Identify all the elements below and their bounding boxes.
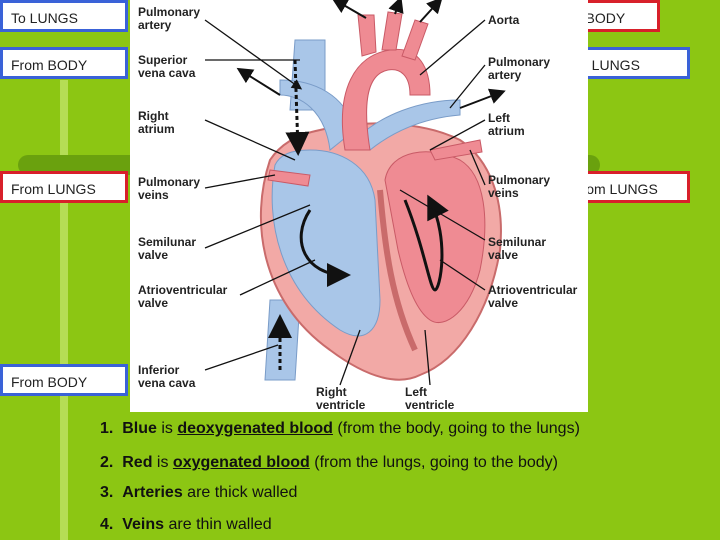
note-text: (from the body, going to the lungs) xyxy=(332,420,580,437)
note-text: are thin walled xyxy=(164,516,272,533)
left-chambers-shape xyxy=(384,151,486,323)
label-semilunar-right: Semilunar valve xyxy=(488,235,547,262)
label-inferior-vena-cava: Inferior vena cava xyxy=(138,363,196,390)
label-aorta: Aorta xyxy=(488,13,520,27)
flow-arrow-left-ventricle xyxy=(403,194,449,292)
note-emphasis: deoxygenated blood xyxy=(177,420,333,437)
flow-arrow-svc xyxy=(285,59,310,156)
label-text: From BODY xyxy=(11,374,88,390)
note-text: (from the lungs, going to the body) xyxy=(309,454,558,471)
label-text: From BODY xyxy=(11,57,88,73)
note-subject: Blue xyxy=(122,420,157,437)
heart-illustration xyxy=(204,0,506,386)
label-av-left: Atrioventricular valve xyxy=(138,283,228,310)
label-text: To LUNGS xyxy=(11,10,78,26)
aorta-branch-1 xyxy=(357,14,377,57)
label-av-right: Atrioventricular valve xyxy=(488,283,578,310)
note-emphasis: oxygenated blood xyxy=(172,454,310,471)
note-subject: Red xyxy=(122,454,153,471)
label-pulmonary-artery-right: Pulmonary artery xyxy=(488,55,551,82)
aorta-shape xyxy=(341,48,431,151)
note-item: 4. Veins are thin walled xyxy=(100,516,272,534)
note-number: 3. xyxy=(100,484,114,501)
note-number: 2. xyxy=(100,454,114,471)
label-right-ventricle: Right ventricle xyxy=(316,385,366,412)
note-text: is xyxy=(152,454,173,471)
label-left-ventricle: Left ventricle xyxy=(405,385,455,412)
decorative-bar-vertical xyxy=(60,80,68,540)
label-semilunar-left: Semilunar valve xyxy=(138,235,197,262)
label-superior-vena-cava: Superior vena cava xyxy=(138,53,196,80)
label-text: To LUNGS xyxy=(573,57,640,73)
aorta-branch-2 xyxy=(381,11,403,51)
note-subject: Veins xyxy=(122,516,165,533)
label-pulmonary-artery-left: Pulmonary artery xyxy=(138,5,201,32)
note-subject: Arteries xyxy=(122,484,183,501)
note-text: is xyxy=(156,420,178,437)
label-left-atrium: Left atrium xyxy=(488,111,525,138)
label-pulmonary-veins-left: Pulmonary veins xyxy=(138,175,201,202)
label-to-lungs-left: To LUNGS xyxy=(0,0,128,32)
septum-shape xyxy=(377,189,418,352)
note-text: are thick walled xyxy=(182,484,298,501)
label-from-lungs-left: From LUNGS xyxy=(0,171,128,203)
label-text: From LUNGS xyxy=(11,181,96,197)
note-item: 1. Blue is deoxygenated blood (from the … xyxy=(100,420,580,438)
label-pulmonary-veins-right: Pulmonary veins xyxy=(488,173,551,200)
label-right-atrium: Right atrium xyxy=(138,109,175,136)
label-from-body-bottom: From BODY xyxy=(0,364,128,396)
note-number: 1. xyxy=(100,420,114,437)
label-from-body-top: From BODY xyxy=(0,47,128,79)
pulmonary-vein-right-shape xyxy=(429,139,483,161)
note-number: 4. xyxy=(100,516,114,533)
note-item: 2. Red is oxygenated blood (from the lun… xyxy=(100,454,558,472)
note-item: 3. Arteries are thick walled xyxy=(100,484,297,502)
heart-diagram: Pulmonary artery Superior vena cava Righ… xyxy=(130,0,588,412)
label-text: From LUNGS xyxy=(573,181,658,197)
flow-arrow-right-ventricle xyxy=(299,209,351,287)
aorta-branch-3 xyxy=(401,19,429,61)
